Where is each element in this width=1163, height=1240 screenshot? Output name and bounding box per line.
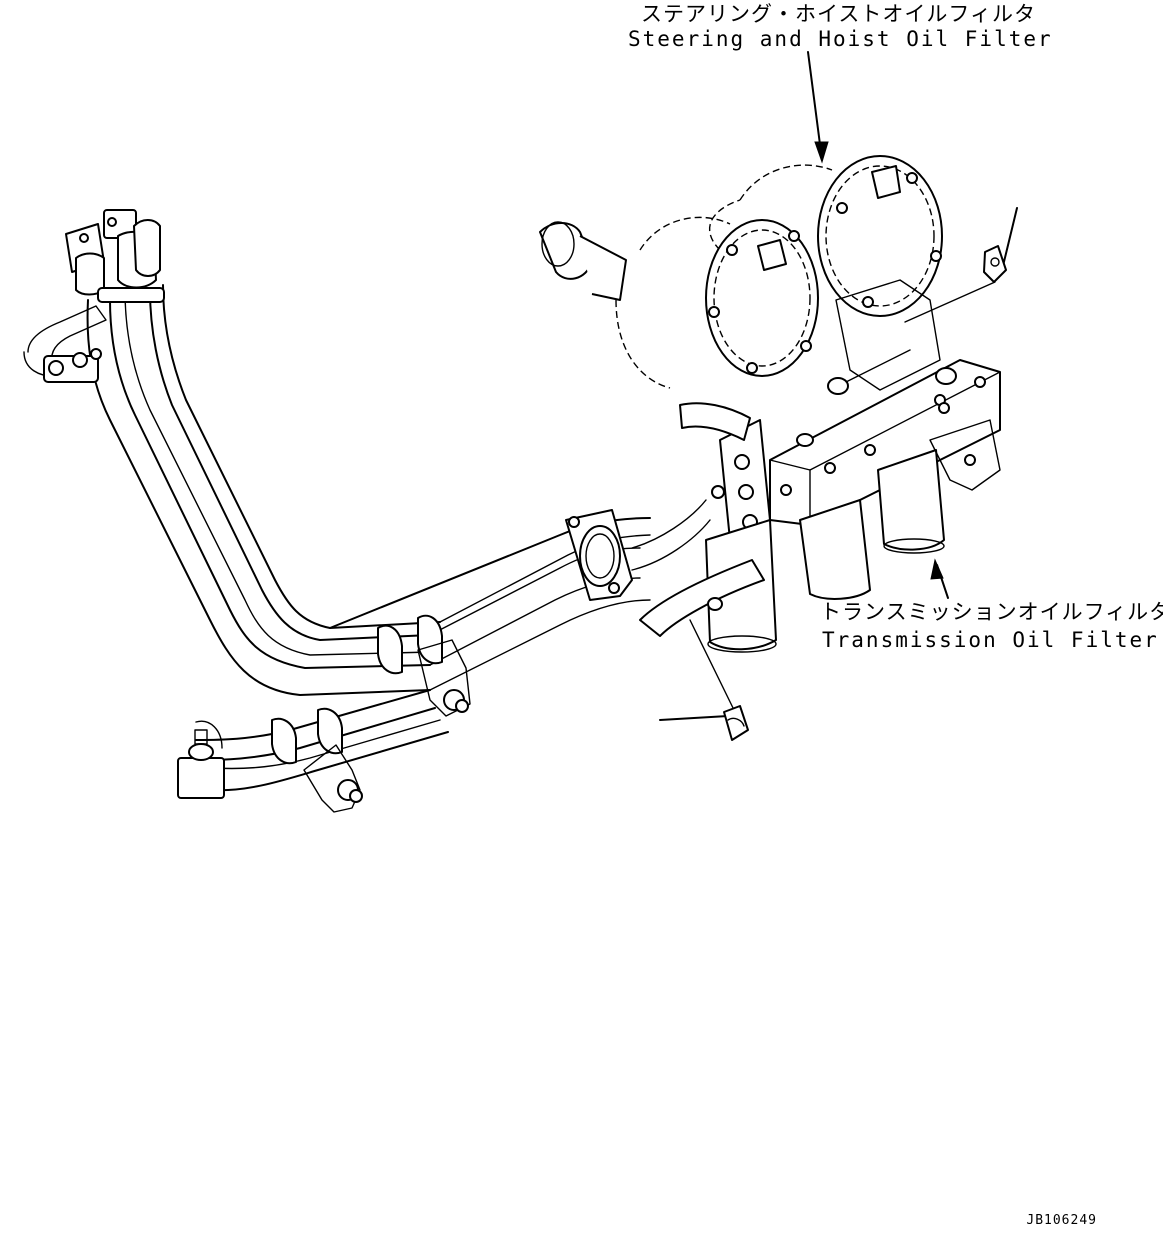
left-hoses bbox=[86, 284, 651, 696]
clip-part-upper bbox=[983, 245, 1007, 283]
drawing-code: JB106249 bbox=[1026, 1213, 1097, 1228]
flange bbox=[565, 509, 633, 601]
top-left-fittings bbox=[23, 209, 165, 383]
steering-filter-label-jp: ステアリング・ホイストオイルフィルタ bbox=[641, 2, 1036, 26]
transmission-filter-label-jp: トランスミッションオイルフィルタ bbox=[820, 600, 1163, 624]
steering-filter-label-en: Steering and Hoist Oil Filter bbox=[628, 27, 1053, 51]
transmission-filter-label-en: Transmission Oil Filter bbox=[822, 628, 1159, 652]
manifold-block bbox=[719, 279, 1001, 541]
leader-lines bbox=[659, 51, 1018, 721]
clamps bbox=[377, 614, 471, 717]
lower-hose bbox=[177, 689, 449, 813]
filter-hoses bbox=[631, 402, 765, 637]
steering-hoist-filters bbox=[539, 155, 943, 389]
clip-part bbox=[723, 705, 749, 741]
